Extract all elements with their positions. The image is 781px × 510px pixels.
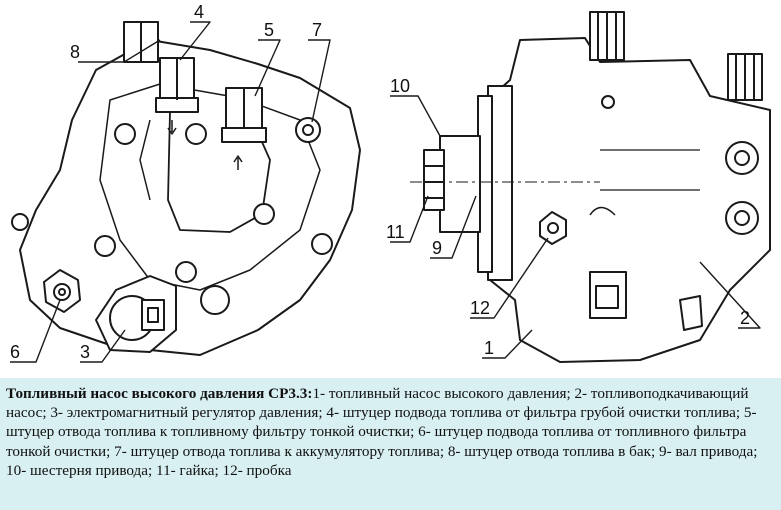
callout-7: 7	[312, 20, 322, 40]
front-housing-outline	[19, 39, 361, 356]
callout-3: 3	[80, 342, 90, 362]
pump-diagram: 8 4 5 7 6 3 10 11 9 12 1 2	[10, 2, 771, 363]
callout-9: 9	[432, 238, 442, 258]
caption-body: 1- топливный насос высокого давления; 2-…	[6, 385, 758, 479]
callout-2: 2	[740, 308, 750, 328]
callout-5: 5	[264, 20, 274, 40]
callout-6: 6	[10, 342, 20, 362]
callout-labels: 8 4 5 7 6 3 10 11 9 12 1 2	[10, 2, 750, 362]
figure-caption: Топливный насос высокого давления CP3.3:…	[0, 378, 781, 510]
callout-10: 10	[390, 76, 410, 96]
callout-11: 11	[386, 222, 405, 242]
callout-4: 4	[194, 2, 204, 22]
caption-title: Топливный насос высокого давления CP3.3:	[6, 385, 313, 402]
callout-12: 12	[470, 298, 490, 318]
pump-drawing: 8 4 5 7 6 3 10 11 9 12 1 2	[10, 2, 771, 363]
callout-8: 8	[70, 42, 80, 62]
callout-1: 1	[484, 338, 494, 358]
